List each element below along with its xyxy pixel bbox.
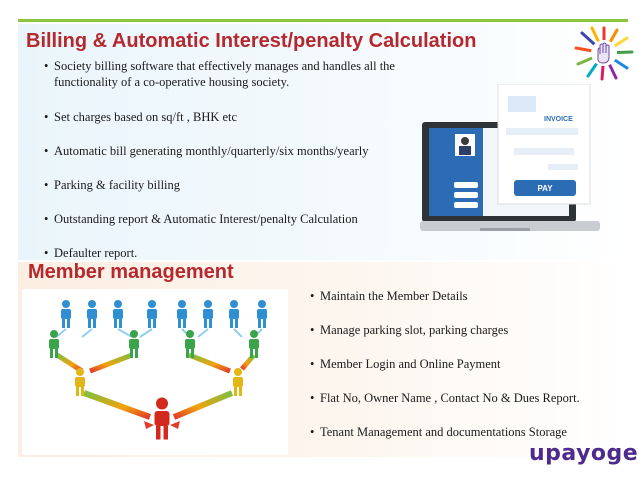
member-bullet-5: •Tenant Management and documentations St… — [310, 425, 567, 439]
billing-bullet-3: •Automatic bill generating monthly/quart… — [44, 144, 369, 158]
brand-logo-text: upayogee — [529, 441, 638, 466]
menu-line-icon — [454, 192, 478, 198]
member-section-title: Member management — [28, 261, 234, 283]
pay-label: PAY — [537, 184, 553, 193]
member-bullet-2: •Manage parking slot, parking charges — [310, 323, 509, 337]
billing-bullet-1-continued: functionality of a co-operative housing … — [54, 75, 290, 89]
menu-line-icon — [454, 182, 478, 188]
billing-bullet-4: •Parking & facility billing — [44, 178, 181, 192]
invoice-label: INVOICE — [544, 116, 573, 123]
billing-bullet-5: •Outstanding report & Automatic Interest… — [44, 212, 358, 226]
billing-bullet-6: •Defaulter report. — [44, 246, 138, 260]
billing-bullet-1: •Society billing software that effective… — [44, 59, 395, 73]
billing-bullet-2: •Set charges based on sq/ft , BHK etc — [44, 110, 238, 124]
pay-button — [514, 180, 576, 196]
top-accent-line — [18, 19, 628, 22]
member-hierarchy-illustration — [22, 289, 288, 455]
billing-section-title: Billing & Automatic Interest/penalty Cal… — [26, 30, 477, 52]
laptop-invoice-illustration: INVOICE PAY — [420, 84, 600, 231]
laptop-base — [420, 221, 600, 231]
menu-line-icon — [454, 202, 478, 208]
member-bullet-3: •Member Login and Online Payment — [310, 357, 501, 371]
member-bullet-1: •Maintain the Member Details — [310, 289, 468, 303]
member-bullet-4: •Flat No, Owner Name , Contact No & Dues… — [310, 391, 580, 405]
hand-logo-icon — [572, 24, 636, 82]
